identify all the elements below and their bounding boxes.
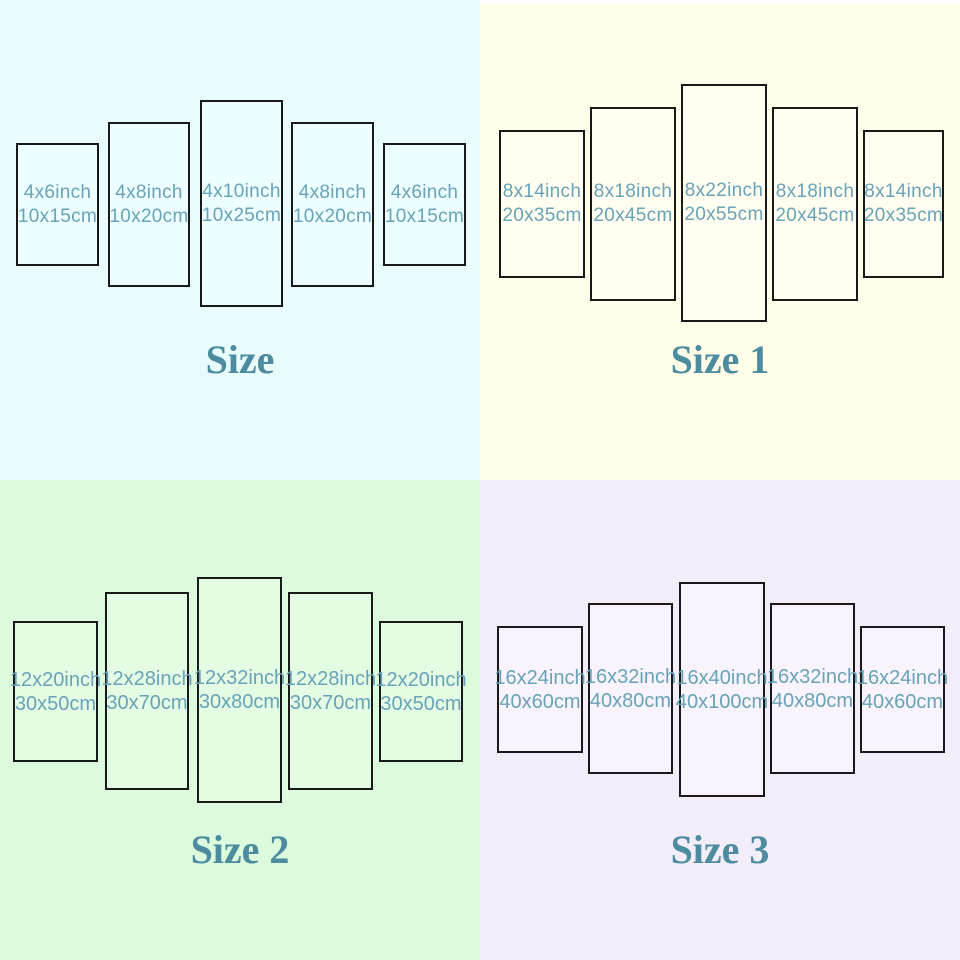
panel: 16x32inch 40x80cm xyxy=(585,603,676,774)
quadrant-title: Size 1 xyxy=(670,337,770,382)
size-inch: 4x6inch xyxy=(23,181,92,203)
panel: 8x22inch 20x55cm xyxy=(681,84,767,322)
size-inch: 12x28inch xyxy=(284,668,377,690)
panel: 4x8inch 10x20cm xyxy=(108,122,190,287)
panel: 4x6inch 10x15cm xyxy=(383,143,466,266)
quadrant-size-1: 8x14inch 20x35cm 8x18inch 20x45cm 8x22in… xyxy=(480,0,960,480)
panel-size-label: 4x6inch 10x15cm xyxy=(385,181,464,229)
quadrant-size-2: 12x20inch 30x50cm 12x28inch 30x70cm 12x3… xyxy=(0,480,480,960)
size-cm: 40x60cm xyxy=(861,690,944,713)
panel-size-label: 16x24inch 40x60cm xyxy=(494,666,585,714)
size-cm: 20x35cm xyxy=(863,205,944,226)
panel: 12x32inch 30x80cm xyxy=(194,577,285,803)
panel-size-label: 12x20inch 30x50cm xyxy=(375,668,466,716)
panel-size-label: 8x18inch 20x45cm xyxy=(593,180,672,228)
size-inch: 16x24inch xyxy=(856,666,949,689)
size-inch: 12x32inch xyxy=(193,667,286,689)
quadrant-title: Size xyxy=(205,337,275,382)
panel: 8x18inch 20x45cm xyxy=(590,107,676,301)
size-cm: 20x55cm xyxy=(684,204,764,225)
panel-size-label: 16x32inch 40x80cm xyxy=(767,665,858,713)
panel-size-label: 12x20inch 30x50cm xyxy=(10,668,101,716)
quadrant-title: Size 2 xyxy=(190,827,290,872)
size-inch: 8x18inch xyxy=(775,181,855,202)
size-cm: 40x80cm xyxy=(589,689,672,712)
panel: 12x28inch 30x70cm xyxy=(285,592,376,790)
panel: 16x40inch 40x100cm xyxy=(676,582,768,797)
size-cm: 40x60cm xyxy=(499,690,581,713)
size-cm: 40x100cm xyxy=(675,690,769,713)
size-inch: 4x8inch xyxy=(298,181,367,203)
quadrant-size-3: 16x24inch 40x60cm 16x32inch 40x80cm 16x4… xyxy=(480,480,960,960)
size-cm: 30x70cm xyxy=(106,692,188,714)
size-inch: 16x40inch xyxy=(676,666,768,689)
panel-size-label: 4x8inch 10x20cm xyxy=(109,181,188,229)
panel: 8x18inch 20x45cm xyxy=(772,107,858,301)
size-cm: 20x35cm xyxy=(502,205,582,226)
size-inch: 16x24inch xyxy=(494,666,586,689)
size-inch: 4x8inch xyxy=(115,181,183,203)
panel-size-label: 16x40inch 40x100cm xyxy=(676,666,768,714)
panel: 4x10inch 10x25cm xyxy=(200,100,283,307)
panel-size-label: 8x22inch 20x55cm xyxy=(684,179,763,227)
size-cm: 10x15cm xyxy=(384,205,465,227)
size-cm: 30x50cm xyxy=(14,692,97,715)
size-inch: 8x18inch xyxy=(593,181,673,202)
panel: 12x20inch 30x50cm xyxy=(10,621,101,762)
panel: 12x20inch 30x50cm xyxy=(375,621,467,762)
size-cm: 30x70cm xyxy=(289,692,372,714)
quadrant-title: Size 3 xyxy=(670,827,770,872)
size-inch: 4x6inch xyxy=(390,181,459,203)
size-inch: 8x14inch xyxy=(864,181,943,202)
panel: 16x24inch 40x60cm xyxy=(857,626,948,753)
size-cm: 30x50cm xyxy=(380,692,462,715)
size-inch: 8x14inch xyxy=(502,181,582,202)
panel: 8x14inch 20x35cm xyxy=(863,130,944,278)
size-inch: 4x10inch xyxy=(202,180,281,202)
panel-size-label: 12x32inch 30x80cm xyxy=(194,666,285,714)
size-cm: 10x20cm xyxy=(292,205,373,227)
panel-size-label: 12x28inch 30x70cm xyxy=(101,667,192,715)
panel: 4x8inch 10x20cm xyxy=(291,122,374,287)
size-inch: 12x28inch xyxy=(101,668,193,690)
panel-size-label: 16x32inch 40x80cm xyxy=(585,665,676,713)
panel: 12x28inch 30x70cm xyxy=(101,592,193,790)
size-inch: 12x20inch xyxy=(9,668,102,691)
white-strip xyxy=(480,0,960,4)
size-cm: 40x80cm xyxy=(771,689,854,712)
size-cm: 10x20cm xyxy=(109,205,189,227)
size-cm: 20x45cm xyxy=(593,205,673,226)
panel: 16x32inch 40x80cm xyxy=(767,603,858,774)
size-inch: 16x32inch xyxy=(766,665,859,688)
panel-size-label: 8x14inch 20x35cm xyxy=(502,180,581,228)
panel-size-label: 8x14inch 20x35cm xyxy=(864,180,943,228)
panel: 4x6inch 10x15cm xyxy=(16,143,99,266)
panel: 16x24inch 40x60cm xyxy=(494,626,586,753)
panel: 8x14inch 20x35cm xyxy=(499,130,585,278)
size-cm: 10x25cm xyxy=(201,204,282,226)
size-cm: 20x45cm xyxy=(775,205,855,226)
panel-size-label: 4x10inch 10x25cm xyxy=(202,180,281,228)
size-cm: 10x15cm xyxy=(17,205,98,227)
panel-size-label: 4x8inch 10x20cm xyxy=(293,181,372,229)
panel-size-label: 4x6inch 10x15cm xyxy=(18,181,97,229)
panel-size-label: 16x24inch 40x60cm xyxy=(857,666,948,714)
size-inch: 8x22inch xyxy=(684,180,764,201)
quadrant-size: 4x6inch 10x15cm 4x8inch 10x20cm 4x10inch… xyxy=(0,0,480,480)
panel-size-label: 8x18inch 20x45cm xyxy=(775,180,854,228)
size-cm: 30x80cm xyxy=(198,691,281,713)
size-inch: 16x32inch xyxy=(584,665,677,688)
size-inch: 12x20inch xyxy=(375,668,467,691)
panel-size-label: 12x28inch 30x70cm xyxy=(285,667,376,715)
